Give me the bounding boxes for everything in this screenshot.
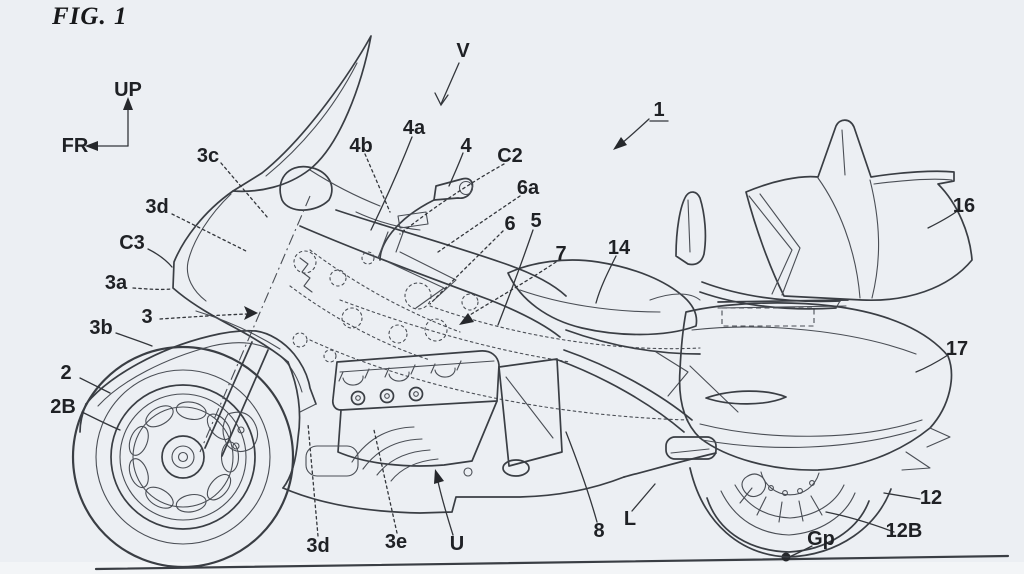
compass (85, 97, 133, 151)
view-arrow-V (434, 62, 460, 107)
ref-label-17: 17 (946, 338, 968, 360)
ref-label-3d: 3d (145, 196, 168, 218)
ref-label-FR: FR (62, 135, 89, 157)
ref-label-C2: C2 (497, 145, 523, 167)
muffler (665, 436, 717, 460)
seat-assembly (507, 191, 841, 336)
ref-label-8: 8 (593, 520, 604, 542)
ref-label-12B: 12B (886, 520, 923, 542)
ref-label-3a: 3a (105, 272, 128, 294)
engine (305, 350, 563, 482)
ref-label-14: 14 (608, 237, 631, 259)
ref-label-12: 12 (920, 487, 942, 509)
ref-label-7: 7 (555, 243, 566, 265)
steering-hidden-details (199, 195, 701, 453)
ref-label-16: 16 (953, 195, 975, 217)
handlebar (377, 177, 474, 261)
hidden-compartment-outline (721, 307, 815, 327)
body-midsection (557, 307, 815, 478)
body-chevrons (387, 251, 457, 309)
saddlebag (678, 302, 953, 471)
figure-number: FIG. 1 (52, 3, 128, 30)
windshield (232, 35, 372, 193)
ref-label-6: 6 (504, 213, 515, 235)
ref-label-2B: 2B (50, 396, 76, 418)
mirror (279, 165, 333, 211)
rear-wheel (689, 467, 892, 558)
overall-arrow-1 (613, 118, 669, 150)
ref-label-3b: 3b (89, 317, 112, 339)
ref-label-3c: 3c (197, 145, 219, 167)
front-fender (79, 329, 317, 433)
ref-label-3d: 3d (306, 535, 329, 557)
ref-label-4a: 4a (403, 117, 426, 139)
ref-label-3: 3 (141, 306, 152, 328)
ref-label-L: L (624, 508, 636, 530)
fairing-windshield (172, 35, 625, 514)
ref-label-1: 1 (653, 99, 664, 121)
steering-axis-line (199, 195, 311, 453)
ref-label-6a: 6a (517, 177, 540, 199)
ref-label-4: 4 (460, 135, 472, 157)
ref-label-C3: C3 (119, 232, 145, 254)
ref-label-U: U (450, 533, 464, 555)
passenger-backrest (675, 191, 707, 266)
ref-label-5: 5 (530, 210, 541, 232)
leader-lines (79, 62, 957, 558)
ref-label-UP: UP (114, 79, 142, 101)
front-fork (204, 341, 269, 457)
front-wheel (71, 345, 295, 569)
rear-trunk (717, 119, 973, 309)
ref-label-4b: 4b (349, 135, 372, 157)
ref-label-Gp: Gp (807, 528, 835, 550)
ground (0, 552, 1024, 574)
rim-slots (128, 401, 240, 513)
ref-label-V: V (456, 40, 470, 62)
ref-label-2: 2 (60, 362, 71, 384)
ref-label-3e: 3e (385, 531, 407, 553)
